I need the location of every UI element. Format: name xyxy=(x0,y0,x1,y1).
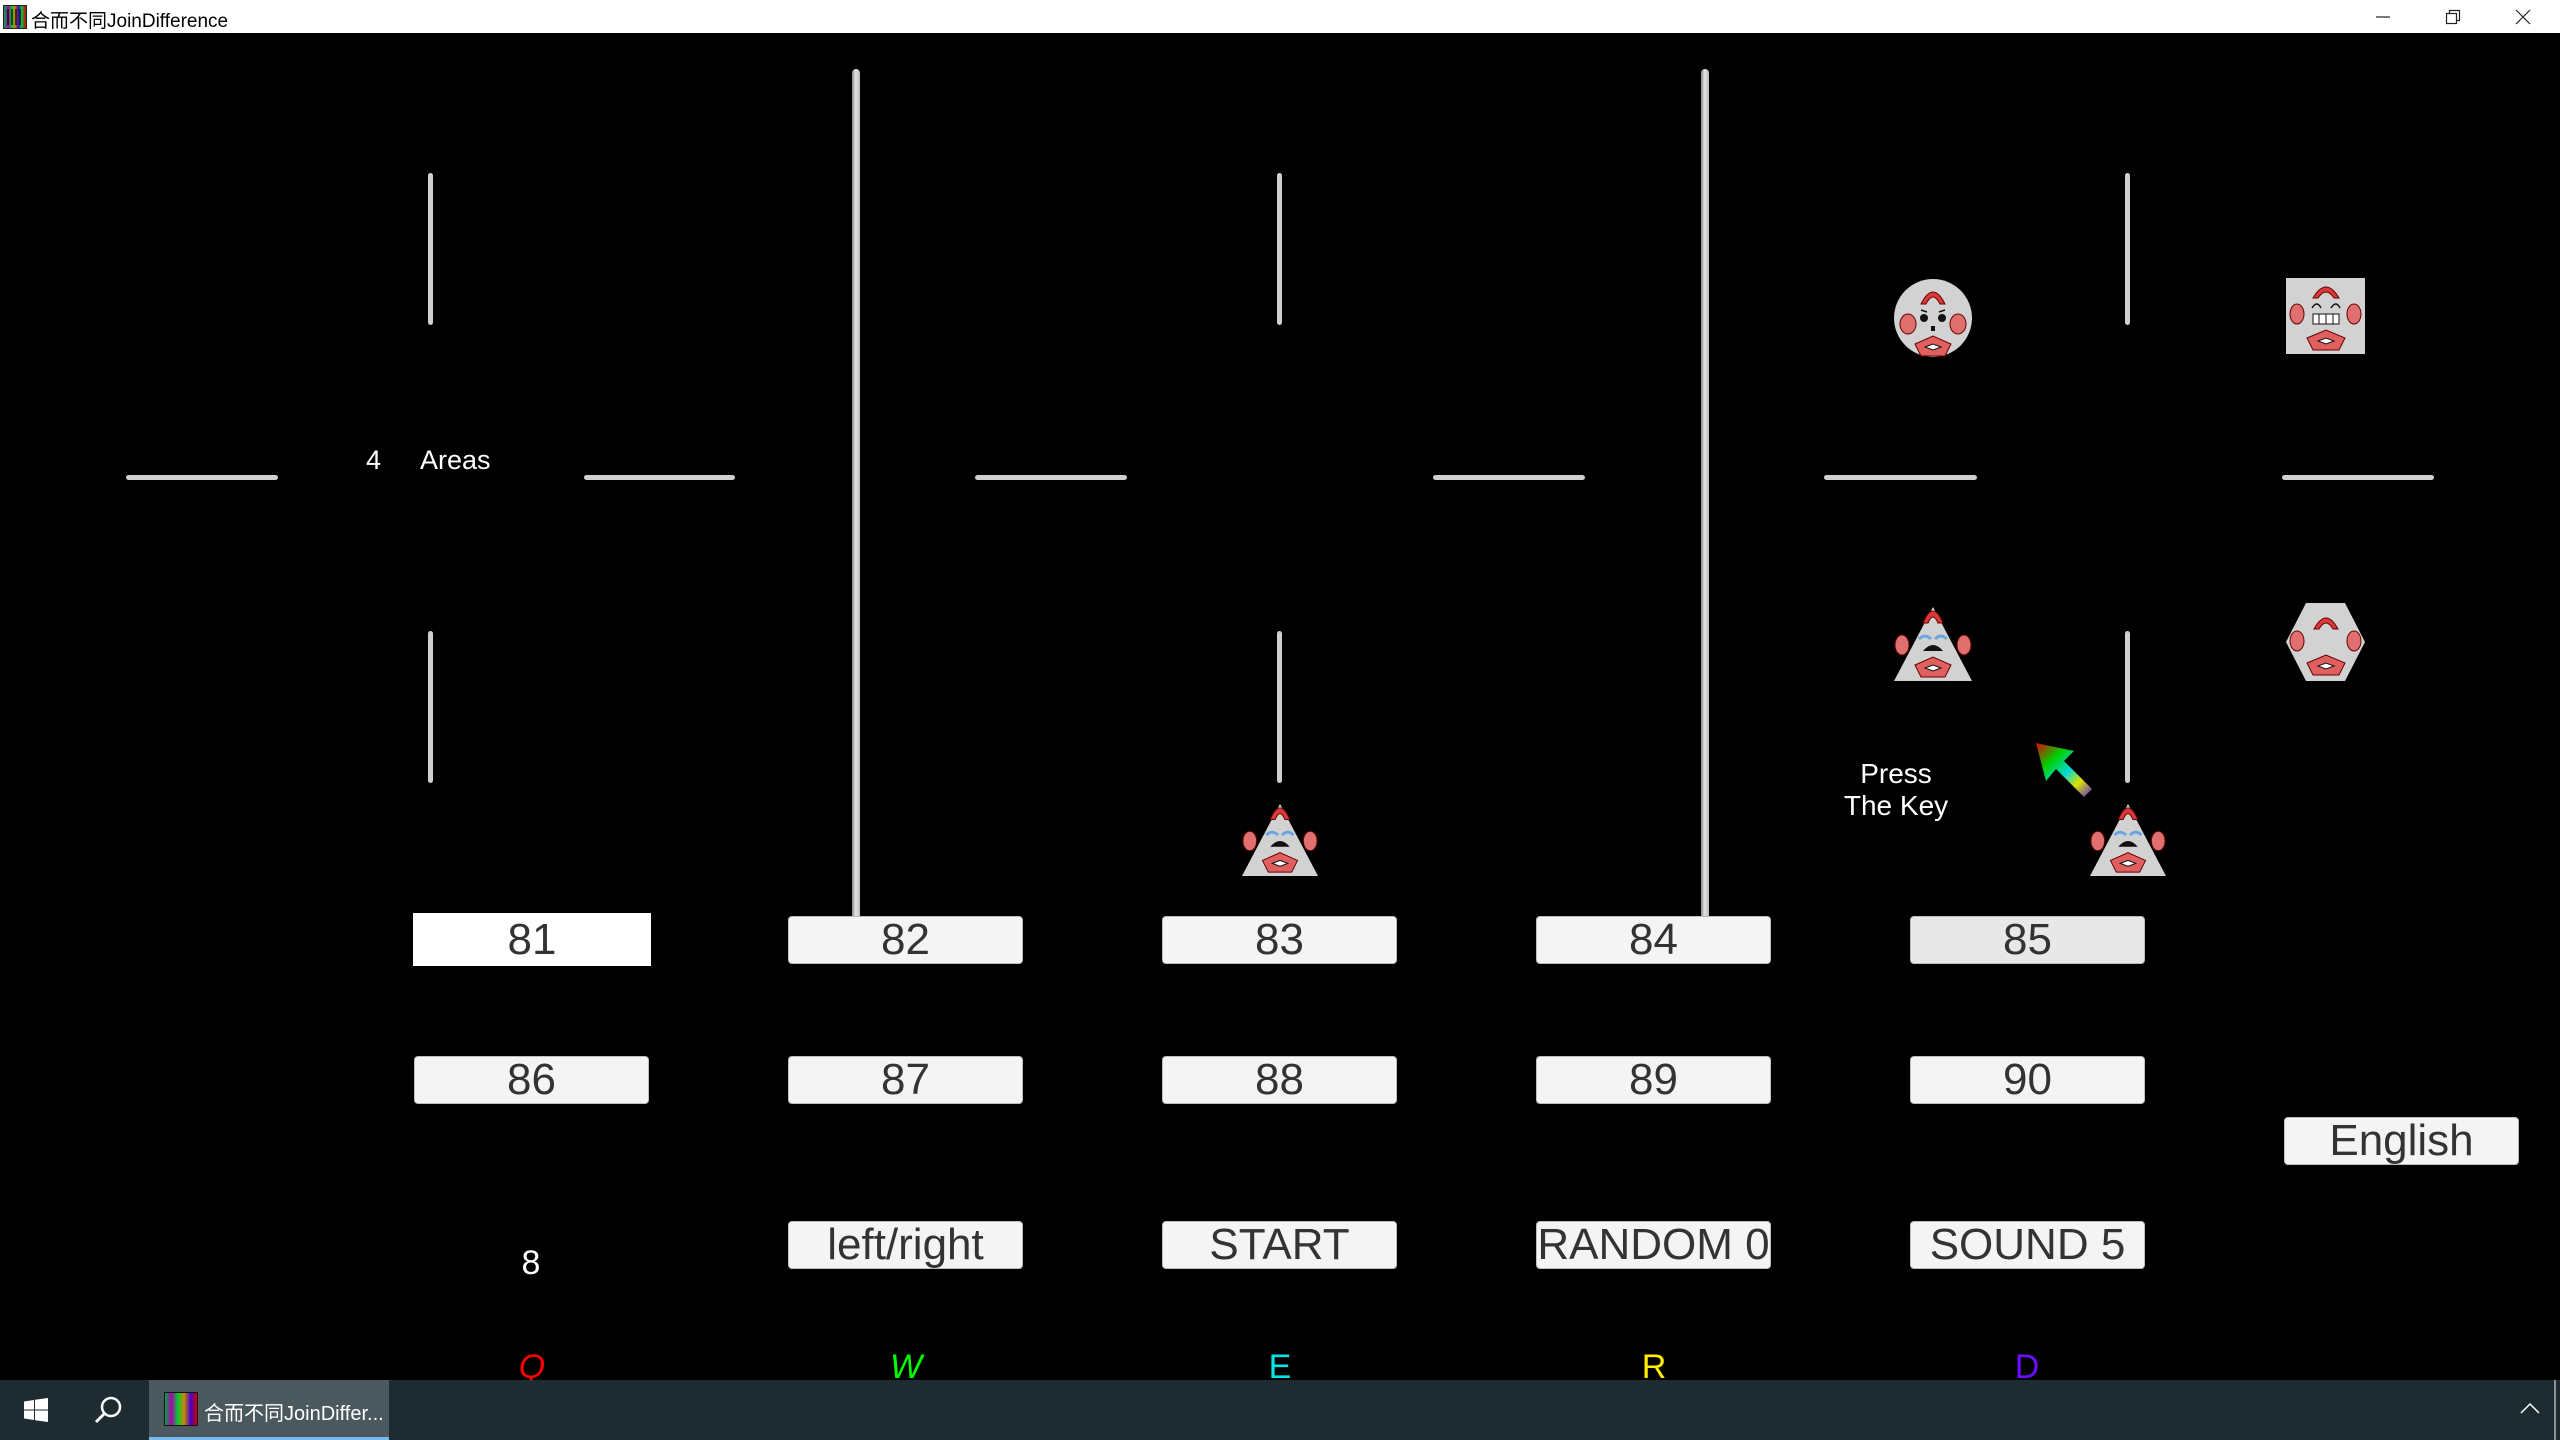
area-divider-v xyxy=(2125,631,2130,783)
taskbar-app-button[interactable]: 合而不同JoinDiffer... xyxy=(149,1380,389,1440)
show-hidden-icons-button[interactable] xyxy=(2518,1396,2542,1420)
area-divider-v xyxy=(428,173,433,325)
level-button-86[interactable]: 86 xyxy=(414,1056,649,1104)
area-divider-v xyxy=(428,631,433,783)
key-hint-q: Q xyxy=(518,1348,546,1386)
start-button[interactable]: START xyxy=(1162,1221,1397,1269)
area-divider-v xyxy=(1277,631,1282,783)
press-key-prompt: Press The Key xyxy=(1806,758,1986,822)
area-divider-h xyxy=(2282,475,2434,480)
key-hint-r: R xyxy=(1641,1348,1667,1386)
windows-start-icon xyxy=(24,1398,48,1422)
close-icon xyxy=(2515,9,2531,24)
app-icon xyxy=(164,1392,198,1426)
restore-button[interactable] xyxy=(2418,0,2488,33)
key-hint-e: E xyxy=(1268,1348,1292,1386)
key-hint-w: W xyxy=(889,1348,923,1386)
section-separator xyxy=(852,69,860,921)
taskbar: 合而不同JoinDiffer... xyxy=(0,1380,2560,1440)
hexagon-character-icon xyxy=(2286,603,2365,681)
app-icon xyxy=(3,5,27,29)
area-divider-h xyxy=(126,475,278,480)
level-button-81[interactable]: 81 xyxy=(413,913,651,966)
level-button-85[interactable]: 85 xyxy=(1910,916,2145,964)
game-canvas[interactable]: 4 Areas xyxy=(0,33,2560,1386)
prompt-line-1: Press xyxy=(1860,758,1932,789)
section-separator xyxy=(1701,69,1709,921)
direction-button[interactable]: left/right xyxy=(788,1221,1023,1269)
window-title: 合而不同JoinDifference xyxy=(31,11,229,32)
search-icon xyxy=(94,1396,122,1424)
level-button-90[interactable]: 90 xyxy=(1910,1056,2145,1104)
level-button-83[interactable]: 83 xyxy=(1162,916,1397,964)
circle-character-icon xyxy=(1894,279,1972,357)
rainbow-arrow-cursor-icon xyxy=(2036,743,2092,797)
search-button[interactable] xyxy=(72,1380,144,1440)
prompt-line-2: The Key xyxy=(1843,790,1949,821)
level-button-89[interactable]: 89 xyxy=(1536,1056,1771,1104)
triangle-character-icon xyxy=(1894,607,1972,681)
language-button[interactable]: English xyxy=(2284,1117,2519,1165)
area-divider-v xyxy=(1277,173,1282,325)
level-button-87[interactable]: 87 xyxy=(788,1056,1023,1104)
level-button-82[interactable]: 82 xyxy=(788,916,1023,964)
taskbar-app-label: 合而不同JoinDiffer... xyxy=(204,1403,384,1425)
restore-icon xyxy=(2445,9,2461,24)
level-button-88[interactable]: 88 xyxy=(1162,1056,1397,1104)
sound-button[interactable]: SOUND 5 xyxy=(1910,1221,2145,1269)
window-titlebar: 合而不同JoinDifference xyxy=(0,0,2560,33)
square-character-icon xyxy=(2286,278,2365,354)
count-value: 8 xyxy=(521,1244,541,1282)
active-indicator xyxy=(149,1437,389,1440)
show-desktop-button[interactable] xyxy=(2554,1380,2556,1440)
chevron-up-icon xyxy=(2520,1402,2540,1414)
triangle-character-icon xyxy=(2089,803,2167,877)
area-divider-v xyxy=(2125,173,2130,325)
area-divider-h xyxy=(1824,475,1977,480)
minimize-button[interactable] xyxy=(2348,0,2418,33)
area-divider-h xyxy=(584,475,735,480)
random-button[interactable]: RANDOM 0 xyxy=(1536,1221,1771,1269)
areas-label: Areas xyxy=(420,445,491,475)
minimize-icon xyxy=(2376,15,2390,18)
start-button[interactable] xyxy=(0,1380,72,1440)
area-divider-h xyxy=(1433,475,1585,480)
triangle-character-icon xyxy=(1241,803,1319,877)
key-hint-d: D xyxy=(2014,1348,2040,1386)
close-button[interactable] xyxy=(2488,0,2558,33)
areas-count: 4 xyxy=(366,445,382,475)
level-button-84[interactable]: 84 xyxy=(1536,916,1771,964)
area-divider-h xyxy=(975,475,1127,480)
